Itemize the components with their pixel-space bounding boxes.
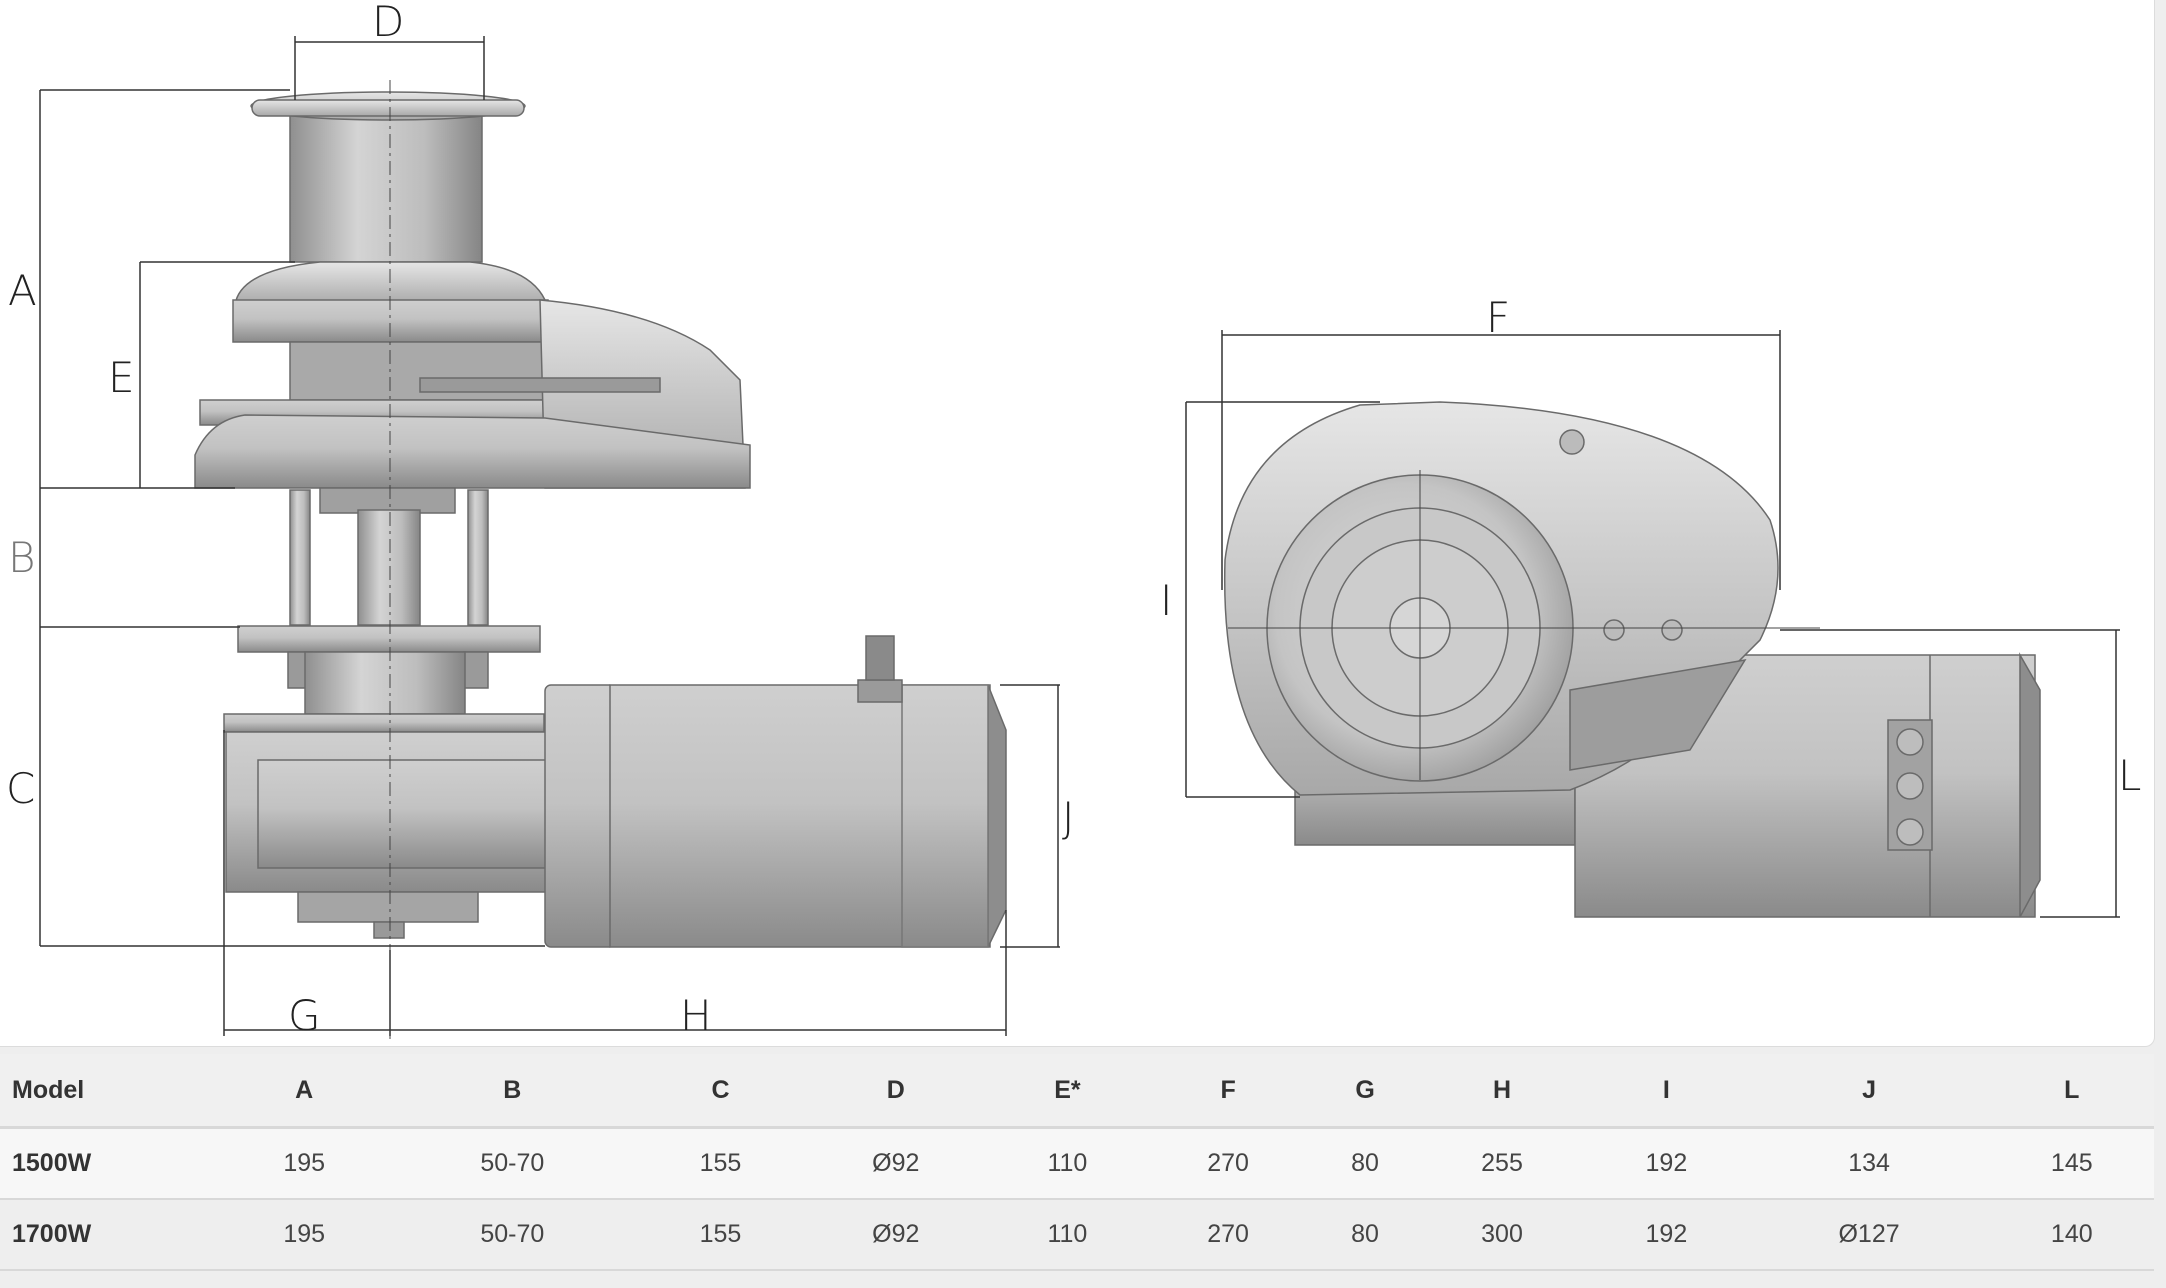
side-view	[194, 80, 1007, 1040]
end-view	[1223, 401, 2041, 918]
table-cell: 195	[222, 1199, 387, 1271]
side-dimensions	[39, 36, 1060, 1036]
table-cell: 192	[1584, 1199, 1749, 1271]
model-cell: 1500W	[0, 1127, 222, 1200]
column-header: L	[1989, 1054, 2154, 1129]
column-header: I	[1584, 1054, 1749, 1129]
dim-label-C: C	[6, 764, 35, 813]
dim-label-L: L	[2118, 751, 2141, 800]
table-cell: 134	[1748, 1127, 1990, 1200]
column-header: J	[1748, 1054, 1990, 1129]
table-cell: 110	[988, 1127, 1146, 1200]
table-cell: Ø127	[1748, 1199, 1990, 1271]
table-cell: 145	[1989, 1127, 2154, 1200]
table-cell: 192	[1584, 1127, 1749, 1200]
column-header: B	[386, 1054, 639, 1129]
table-cell: 300	[1419, 1199, 1585, 1271]
table-cell: Ø92	[802, 1127, 989, 1200]
dim-label-I: I	[1160, 576, 1172, 625]
column-header: A	[222, 1054, 387, 1129]
dimensions-table: Model A B C D E* F G H I J L 1500W 195 5…	[0, 1054, 2154, 1271]
table-cell: Ø92	[802, 1199, 989, 1271]
terminal-nut	[1896, 728, 1924, 756]
column-header: C	[638, 1054, 803, 1129]
dim-label-F: F	[1486, 293, 1510, 342]
column-header: F	[1145, 1054, 1311, 1129]
table-cell: 155	[638, 1199, 803, 1271]
terminal-bolt	[865, 635, 895, 681]
table-cell: 110	[988, 1199, 1146, 1271]
dim-label-G: G	[288, 991, 321, 1040]
dim-label-D: D	[372, 0, 404, 46]
end-dimension-labels: F I L	[1160, 293, 2141, 800]
table-cell: 50-70	[386, 1127, 639, 1200]
table-cell: 270	[1145, 1127, 1311, 1200]
side-dimension-labels: A B C D E G H J	[6, 0, 1074, 1040]
table-cell: 270	[1145, 1199, 1311, 1271]
capstan-drum	[289, 111, 483, 263]
drawing-panel: A B C D E G H J	[0, 0, 2155, 1047]
dim-label-E: E	[108, 353, 135, 402]
model-cell: 1700W	[0, 1199, 222, 1271]
column-header: G	[1310, 1054, 1420, 1129]
table-cell: 80	[1310, 1199, 1420, 1271]
table-cell: 80	[1310, 1127, 1420, 1200]
dim-label-J: J	[1062, 793, 1074, 842]
table-cell: 255	[1419, 1127, 1585, 1200]
dim-label-A: A	[8, 266, 37, 315]
dim-label-H: H	[680, 991, 712, 1040]
table-cell: 50-70	[386, 1199, 639, 1271]
table-header-row: Model A B C D E* F G H I J L	[0, 1054, 2154, 1129]
table-cell: 155	[638, 1127, 803, 1200]
column-header: Model	[0, 1054, 222, 1129]
table-cell: 140	[1989, 1199, 2154, 1271]
terminal-nut	[1896, 772, 1924, 800]
shaft	[357, 509, 421, 626]
dim-label-B: B	[8, 533, 36, 582]
column-header: D	[802, 1054, 989, 1129]
end-dimensions	[1185, 330, 2120, 918]
terminal-nut	[1896, 818, 1924, 846]
table-row: 1700W 195 50-70 155 Ø92 110 270 80 300 1…	[0, 1199, 2154, 1271]
deck-plate	[194, 414, 751, 489]
column-header: H	[1419, 1054, 1585, 1129]
windlass-technical-drawing: A B C D E G H J	[6, 0, 2141, 1040]
table-cell: 195	[222, 1127, 387, 1200]
gypsy-cover	[234, 261, 547, 306]
table-row: 1500W 195 50-70 155 Ø92 110 270 80 255 1…	[0, 1127, 2154, 1200]
column-header: E*	[988, 1054, 1146, 1129]
